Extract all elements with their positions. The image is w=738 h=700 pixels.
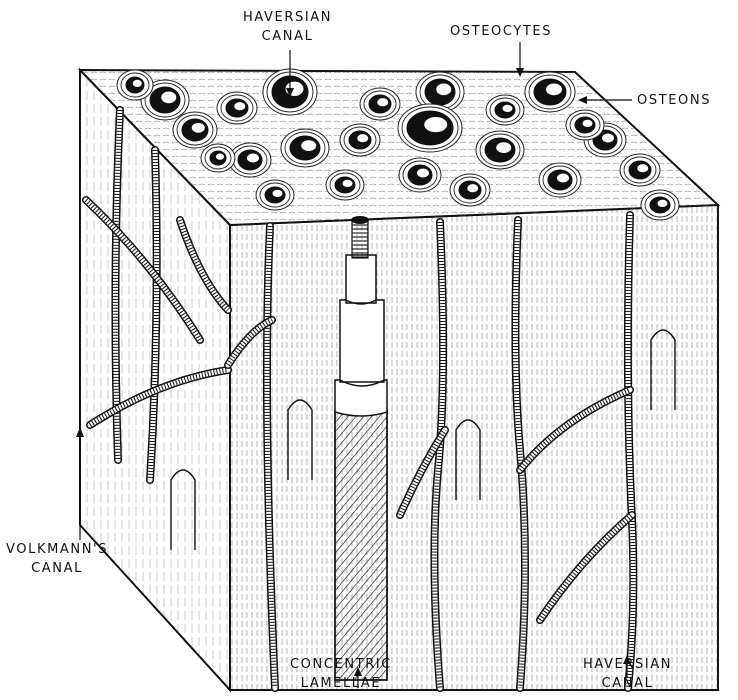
- osteon: [117, 70, 153, 100]
- osteon: [486, 95, 524, 125]
- label-osteons: OSTEONS: [637, 91, 711, 110]
- label-haversian-canal-top: HAVERSIAN CANAL: [243, 8, 332, 46]
- osteon: [566, 110, 604, 140]
- osteon: [201, 144, 235, 172]
- osteon: [539, 163, 581, 197]
- osteon: [398, 104, 462, 152]
- osteon: [360, 88, 400, 120]
- label-haversian-canal-bottom: HAVERSIAN CANAL: [583, 655, 672, 693]
- block-front-face: [230, 205, 718, 690]
- osteon: [281, 129, 329, 167]
- osteon: [620, 154, 660, 186]
- label-volkmanns-canal: VOLKMANN'S CANAL: [6, 540, 108, 578]
- label-osteocytes: OSTEOCYTES: [450, 22, 552, 41]
- osteon: [525, 72, 575, 112]
- osteon: [173, 112, 217, 148]
- osteon: [217, 92, 257, 124]
- osteon: [399, 158, 441, 192]
- osteon: [340, 124, 380, 156]
- osteon: [326, 170, 364, 200]
- osteon: [476, 131, 524, 169]
- label-concentric-lamellae: CONCENTRIC LAMELLAE: [290, 655, 392, 693]
- osteon: [641, 190, 679, 220]
- osteon: [450, 174, 490, 206]
- osteon: [256, 180, 294, 210]
